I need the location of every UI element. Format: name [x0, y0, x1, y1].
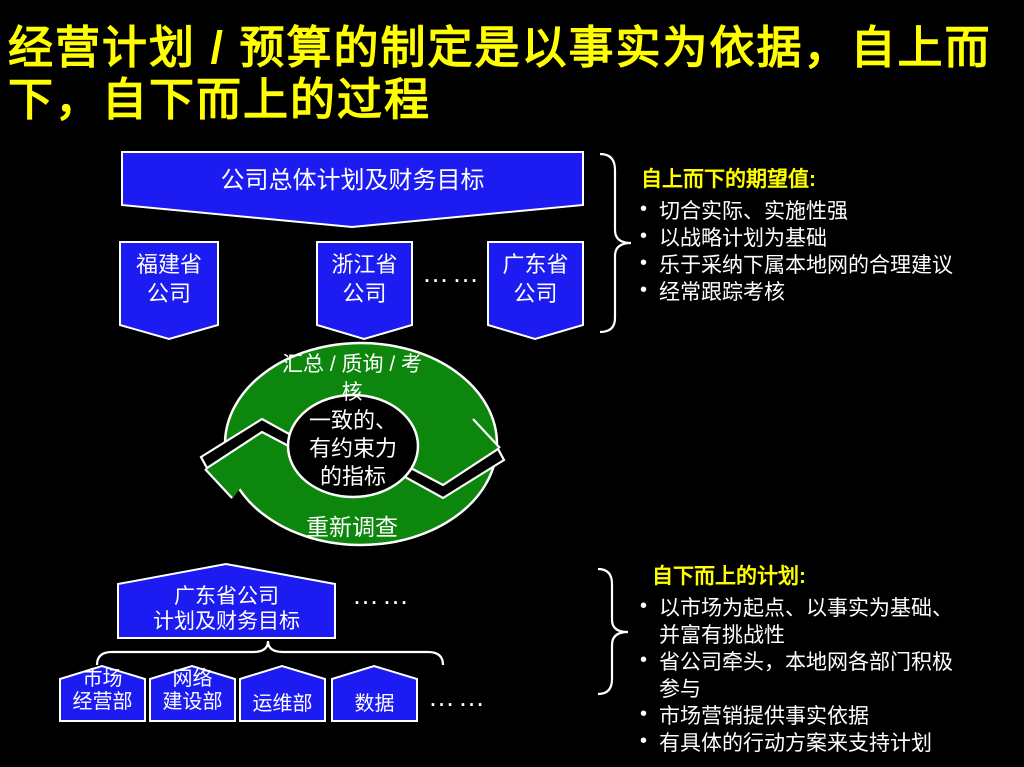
pentagon-operations-shape [239, 664, 326, 722]
banner-guangdong-label: 广东省 公司 [502, 252, 569, 306]
banner-company-overall-shape [121, 151, 584, 229]
cycle-bottom-label: 重新调查 [306, 514, 398, 540]
ellipsis-pentagon-row: …… [352, 580, 412, 610]
cycle-arrow-left-tip [205, 434, 272, 499]
banner-zhejiang-label: 浙江省 公司 [331, 252, 398, 306]
cycle-arrow-left-edge [204, 468, 233, 499]
list-item: 以战略计划为基础 [638, 223, 1024, 252]
pentagon-marketing-label: 市场 经营部 [72, 668, 133, 713]
banner-company-overall-label: 公司总体计划及财务目标 [220, 167, 485, 194]
pentagon-marketing-shape [59, 664, 146, 722]
cycle-top-label: 汇总 / 质询 / 考 核 [281, 353, 422, 404]
pentagon-operations-label: 运维部 [252, 693, 313, 715]
cycle-center-label: 一致的、 有约束力 的指标 [308, 408, 397, 489]
list-item: 有具体的行动方案来支持计划 [638, 728, 1024, 757]
list-item: 经常跟踪考核 [638, 277, 1024, 306]
ellipsis-departments: …… [428, 682, 488, 712]
list-item: 省公司牵头，本地网各部门积极 参与 [638, 647, 1024, 703]
pentagon-guangdong-plan-shape [117, 562, 336, 639]
banner-fujian-label: 福建省 公司 [135, 252, 202, 306]
banner-fujian-shape [119, 241, 219, 341]
list-item: 以市场为起点、以事实为基础、 并富有挑战性 [638, 593, 1024, 649]
pentagon-data-shape [331, 664, 418, 722]
bottom-up-plan-heading: 自下而上的计划: [652, 565, 806, 588]
bottom-up-plan-list: 以市场为起点、以事实为基础、 并富有挑战性 省公司牵头，本地网各部门积极 参与 … [638, 593, 1024, 757]
brace-top-right [599, 152, 632, 334]
top-down-expectations-list: 切合实际、实施性强 以战略计划为基础 乐于采纳下属本地网的合理建议 经常跟踪考核 [638, 196, 1024, 306]
pentagon-network-label: 网络 建设部 [162, 668, 223, 713]
top-down-expectations-heading: 自上而下的期望值: [641, 168, 816, 191]
banner-guangdong-shape [487, 241, 584, 341]
pentagon-guangdong-plan-label: 广东省公司 计划及财务目标 [153, 585, 300, 633]
banner-zhejiang-shape [316, 241, 413, 341]
brace-departments [95, 640, 445, 666]
pentagon-network-shape [149, 664, 236, 722]
ellipsis-provinces: …… [422, 258, 482, 288]
list-item: 市场营销提供事实依据 [638, 701, 1024, 730]
list-item: 切合实际、实施性强 [638, 196, 1024, 225]
top-down-expectations-block: 自上而下的期望值: 切合实际、实施性强 以战略计划为基础 乐于采纳下属本地网的合… [638, 163, 1024, 306]
brace-bottom-right [597, 567, 629, 696]
bottom-up-plan-block: 自下而上的计划: 以市场为起点、以事实为基础、 并富有挑战性 省公司牵头，本地网… [638, 560, 1024, 757]
slide-title: 经营计划 / 预算的制定是以事实为依据，自上而 下，自下而上的过程 [8, 22, 992, 125]
cycle-arrow-right-edge [472, 418, 501, 449]
cycle-ring-hole [286, 393, 420, 499]
list-item: 乐于采纳下属本地网的合理建议 [638, 250, 1024, 279]
cycle-arrow-right-tip [433, 418, 500, 483]
pentagon-data-label: 数据 [354, 693, 395, 715]
